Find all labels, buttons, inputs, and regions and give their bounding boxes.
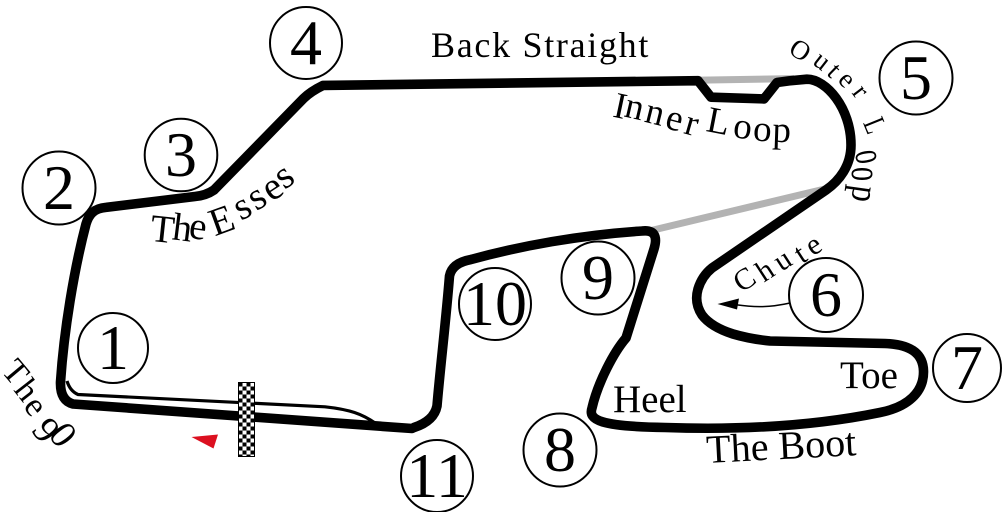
svg-text:5: 5 — [900, 42, 932, 113]
svg-text:p: p — [772, 110, 792, 152]
svg-text:o: o — [842, 167, 890, 181]
svg-text:e: e — [187, 204, 210, 249]
svg-text:Back Straight: Back Straight — [431, 25, 650, 65]
svg-text:11: 11 — [406, 440, 468, 511]
svg-text:4: 4 — [290, 7, 322, 78]
svg-text:7: 7 — [951, 332, 983, 403]
svg-text:6: 6 — [810, 259, 842, 330]
svg-text:The Boot: The Boot — [705, 419, 857, 472]
svg-text:Heel: Heel — [613, 378, 687, 421]
svg-text:o: o — [731, 105, 754, 148]
svg-text:8: 8 — [544, 414, 576, 485]
svg-text:3: 3 — [165, 119, 197, 190]
svg-text:Toe: Toe — [840, 354, 898, 397]
svg-text:10: 10 — [463, 268, 527, 339]
svg-text:1: 1 — [97, 312, 129, 383]
svg-text:9: 9 — [582, 242, 614, 313]
svg-text:p: p — [843, 183, 887, 205]
svg-text:o: o — [752, 108, 773, 150]
svg-text:T: T — [148, 207, 176, 252]
svg-text:2: 2 — [43, 152, 75, 223]
